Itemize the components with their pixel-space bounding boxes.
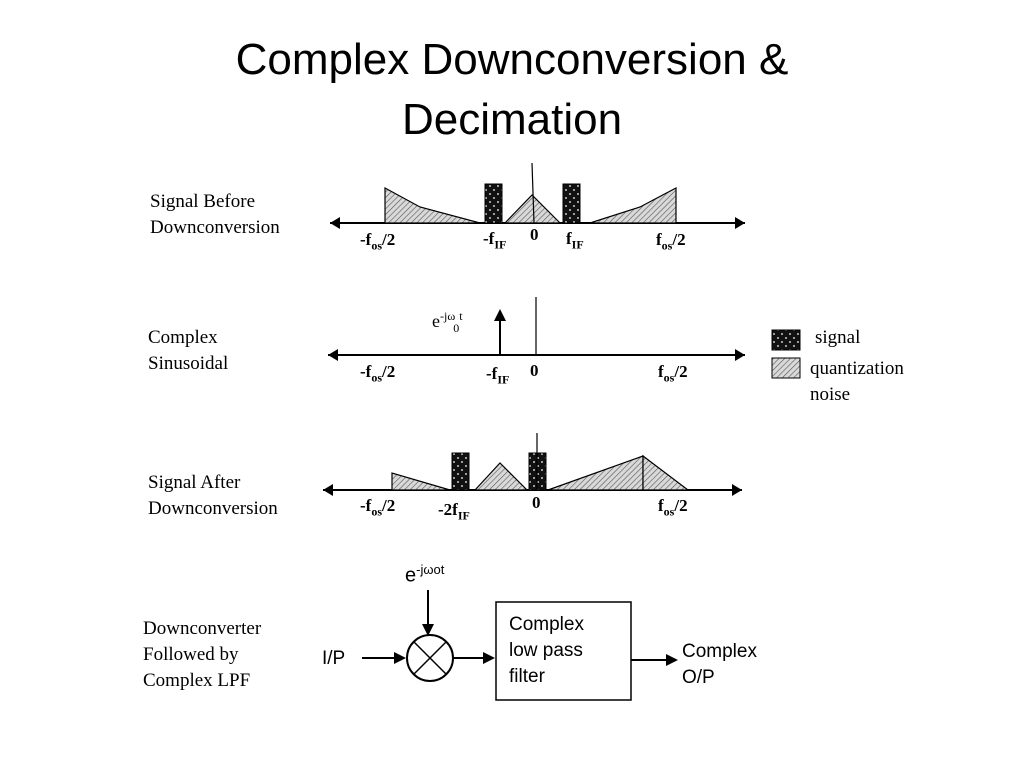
signal-neg-fif-before <box>484 183 503 224</box>
legend-signal-label: signal <box>815 327 861 348</box>
lpf-box <box>495 601 632 701</box>
zero-marker-before <box>531 162 535 224</box>
tick-fif-before: fIF <box>566 229 584 252</box>
tick-zero-sinusoid: 0 <box>530 361 539 380</box>
output-label: Complex O/P <box>682 641 757 685</box>
noise-left-before <box>384 186 481 224</box>
legend-noise-label: quantization noise <box>810 358 904 405</box>
tick-zero-after: 0 <box>532 493 541 512</box>
legend-signal-swatch <box>771 329 801 351</box>
signal-fif-before <box>562 183 581 224</box>
title-line-2: Decimation <box>401 95 623 144</box>
noise-center-before <box>503 194 562 224</box>
legend-noise-swatch <box>771 357 801 379</box>
signal-neg-2fif-after <box>451 452 470 491</box>
tick-zero-before: 0 <box>530 225 539 244</box>
row-label-block: Downconverter Followed by Complex LPF <box>143 618 262 691</box>
spectrum-sinusoid <box>328 297 745 361</box>
tick-neg-fif-before: -fIF <box>483 229 507 252</box>
noise-left-after <box>391 472 451 491</box>
tick-neg-fos-before: -fos/2 <box>360 230 396 253</box>
noise-right-after <box>547 455 644 491</box>
noise-right-before <box>589 187 677 224</box>
block-diagram <box>362 590 678 701</box>
tick-fos-before: fos/2 <box>656 230 686 253</box>
spectrum-after <box>323 433 742 496</box>
legend <box>771 329 801 379</box>
tick-fos-sinusoid: fos/2 <box>658 362 688 385</box>
noise-mid-after <box>473 462 529 491</box>
row-label-before: Signal Before Downconversion <box>150 191 280 238</box>
sinusoid-label: e-jω0t <box>432 309 463 335</box>
lpf-label: Complex low pass filter <box>509 614 584 687</box>
noise-edge-after <box>642 454 690 491</box>
tick-neg-fif-sinusoid: -fIF <box>486 364 510 387</box>
input-label: I/P <box>322 648 346 669</box>
tick-neg-2fif-after: -2fIF <box>438 500 470 523</box>
tick-neg-fos-after: -fos/2 <box>360 496 396 519</box>
spectrum-before <box>330 162 745 229</box>
lo-label: e-jωot <box>405 562 445 587</box>
row-label-after: Signal After Downconversion <box>148 472 278 519</box>
title-line-1: Complex Downconversion & <box>235 35 789 84</box>
page-title: Complex Downconversion & Decimation <box>0 30 1024 150</box>
tick-neg-fos-sinusoid: -fos/2 <box>360 362 396 385</box>
row-label-sinusoid: Complex Sinusoidal <box>148 327 229 374</box>
tick-fos-after: fos/2 <box>658 496 688 519</box>
